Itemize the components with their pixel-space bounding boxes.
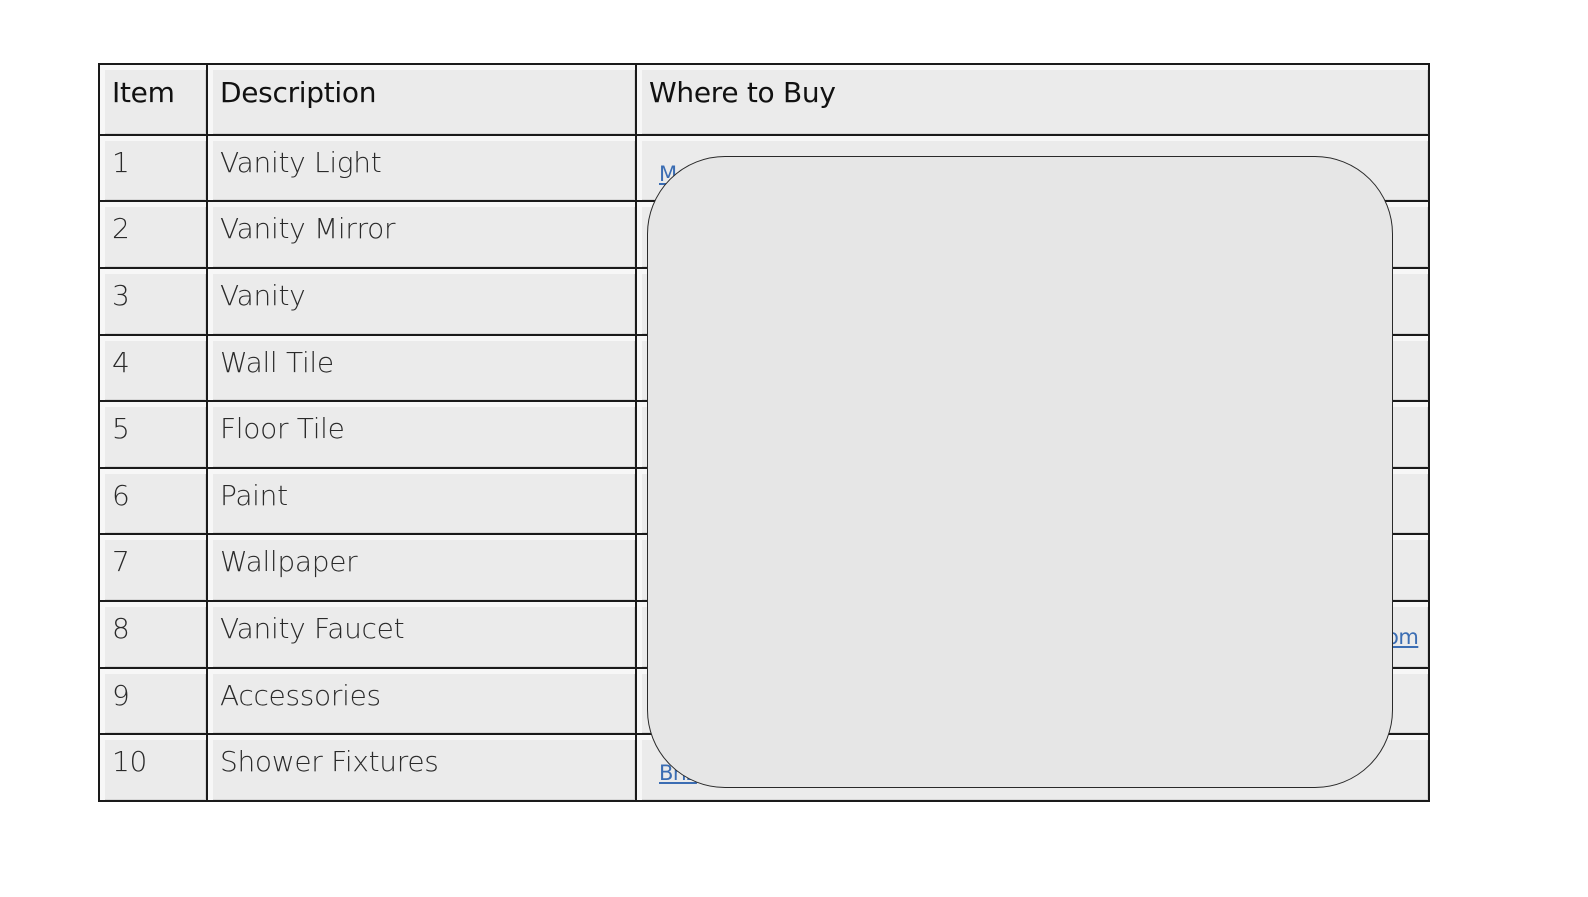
description-cell: Vanity Faucet [206,600,637,669]
description-cell: Floor Tile [206,400,637,469]
item-description: Shower Fixtures [220,745,439,779]
item-description: Wall Tile [220,345,334,379]
item-description: Vanity Mirror [220,212,396,246]
header-cell-where-to-buy: Where to Buy [635,63,1430,136]
header-cell-item: Item [98,63,208,136]
item-number: 5 [112,412,130,446]
item-number: 7 [112,545,130,579]
description-cell: Vanity [206,266,637,336]
item-number-cell: 5 [98,400,208,469]
item-description: Paint [220,478,288,512]
item-number: 10 [112,745,148,779]
item-number-cell: 1 [98,133,208,203]
item-number: 6 [112,478,130,512]
description-cell: Wall Tile [206,333,637,403]
header-description-label: Description [220,76,377,109]
header-item-label: Item [112,76,175,109]
item-description: Accessories [220,678,381,712]
item-number-cell: 3 [98,266,208,336]
description-cell: Paint [206,466,637,536]
item-description: Vanity Light [220,145,382,179]
item-number-cell: 4 [98,333,208,403]
description-cell: Vanity Light [206,133,637,203]
header-cell-description: Description [206,63,637,136]
item-number: 4 [112,345,130,379]
item-number-cell: 2 [98,200,208,269]
description-cell: Vanity Mirror [206,200,637,269]
item-number: 8 [112,612,130,646]
item-number-cell: 8 [98,600,208,669]
item-number: 1 [112,145,130,179]
description-cell: Accessories [206,666,637,736]
table-header-row: Item Description Where to Buy [98,63,1430,136]
item-number-cell: 7 [98,533,208,603]
item-number: 2 [112,212,130,246]
item-number: 3 [112,278,130,312]
description-cell: Wallpaper [206,533,637,603]
description-cell: Shower Fixtures [206,733,637,802]
item-description: Vanity [220,278,306,312]
rounded-overlay-panel [647,156,1393,788]
item-number-cell: 10 [98,733,208,802]
item-number-cell: 9 [98,666,208,736]
item-number: 9 [112,678,130,712]
item-number-cell: 6 [98,466,208,536]
item-description: Wallpaper [220,545,358,579]
item-description: Vanity Faucet [220,612,405,646]
item-description: Floor Tile [220,412,345,446]
header-where-to-buy-label: Where to Buy [649,76,836,109]
